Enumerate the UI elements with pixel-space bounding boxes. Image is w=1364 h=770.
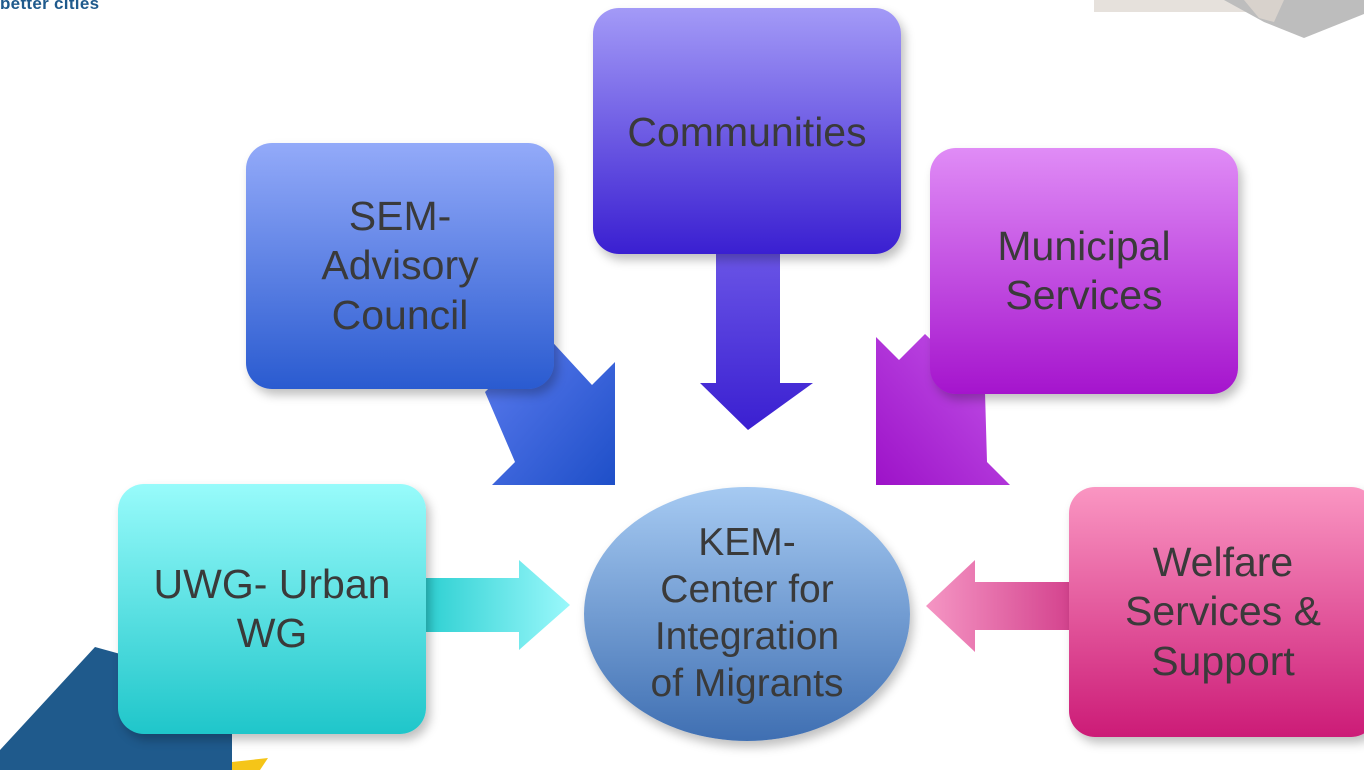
node-sem-advisory-council: SEM- Advisory Council	[246, 143, 554, 389]
node-uwg-label: UWG- Urban WG	[153, 560, 391, 656]
node-communities: Communities	[593, 8, 901, 254]
arrow-communities-to-center	[700, 252, 813, 430]
node-sem-label: SEM- Advisory Council	[321, 193, 479, 338]
arrow-welfare-to-center	[926, 560, 1070, 652]
node-uwg-urban-wg: UWG- Urban WG	[118, 484, 426, 734]
node-municipal-services: Municipal Services	[930, 148, 1238, 394]
arrow-municipal-to-center	[876, 334, 1010, 485]
node-communities-label: Communities	[627, 109, 867, 155]
center-node-label: KEM- Center for Integration of Migrants	[650, 521, 844, 705]
node-welfare-services: Welfare Services & Support	[1069, 487, 1364, 737]
node-municipal-label: Municipal Services	[997, 222, 1171, 318]
arrow-uwg-to-center	[426, 560, 570, 650]
corner-photo-decoration	[1094, 0, 1364, 38]
node-welfare-label: Welfare Services & Support	[1125, 539, 1321, 684]
center-node-kem: KEM- Center for Integration of Migrants	[584, 487, 910, 741]
brand-text: better cities	[0, 0, 100, 13]
